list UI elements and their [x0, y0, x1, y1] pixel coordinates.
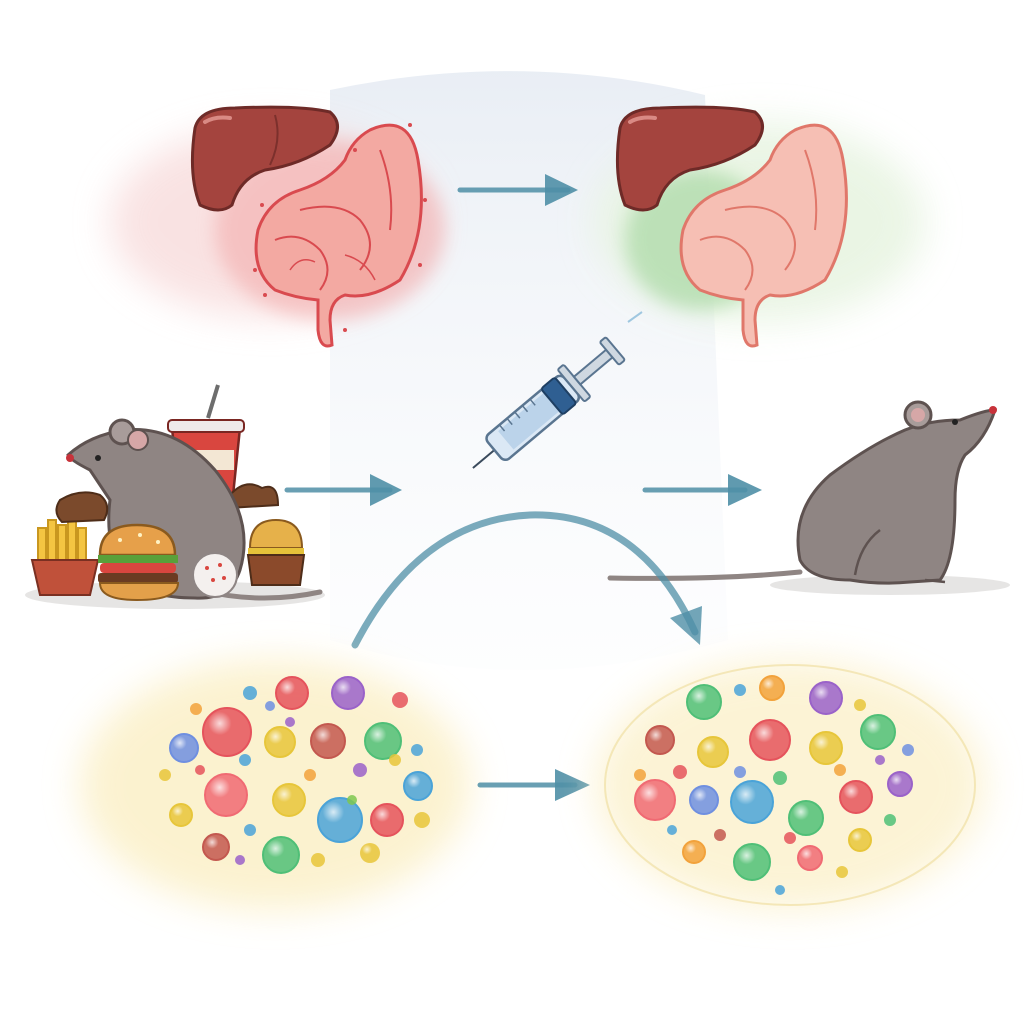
microbe-icon: [902, 744, 914, 756]
microbe-highlight: [273, 784, 305, 816]
microbe-highlight: [683, 841, 705, 863]
arrow-icon: [642, 474, 762, 506]
organs-after-panel: [595, 105, 925, 348]
microbe-highlight: [203, 708, 251, 756]
microbe-highlight: [690, 786, 718, 814]
microbe-highlight: [332, 677, 364, 709]
fries-icon: [30, 517, 100, 596]
microbe-icon: [784, 832, 796, 844]
microbe-highlight: [404, 772, 432, 800]
microbe-highlight: [861, 715, 895, 749]
liver-icon: [190, 105, 339, 212]
restored-gut-microbiota: [595, 660, 985, 910]
microbe-icon: [285, 717, 295, 727]
microbe-highlight: [170, 804, 192, 826]
microbe-icon: [195, 765, 205, 775]
microbe-icon: [235, 855, 245, 865]
recovered-rat: [607, 400, 1010, 595]
microbe-highlight: [365, 723, 401, 759]
microbe-icon: [244, 824, 256, 836]
microbe-icon: [389, 754, 401, 766]
muffin-icon: [192, 552, 238, 598]
microbe-icon: [243, 686, 257, 700]
microbe-icon: [311, 853, 325, 867]
arrow-icon: [284, 474, 402, 506]
microbe-highlight: [798, 846, 822, 870]
muffin-icon: [55, 491, 109, 524]
stomach-icon: [679, 123, 848, 348]
organs-before-panel: [110, 105, 445, 348]
microbe-icon: [265, 701, 275, 711]
microbe-highlight: [731, 781, 773, 823]
rat-on-high-fat-diet: [25, 384, 325, 609]
microbe-icon: [667, 825, 677, 835]
microbe-icon: [411, 744, 423, 756]
microbe-icon: [392, 692, 408, 708]
microbe-icon: [414, 812, 430, 828]
microbe-icon: [854, 699, 866, 711]
microbe-highlight: [318, 798, 362, 842]
microbe-icon: [875, 755, 885, 765]
microbe-highlight: [734, 844, 770, 880]
microbe-icon: [773, 771, 787, 785]
burger-icon: [98, 523, 180, 602]
spray-mark: [627, 311, 643, 323]
microbe-icon: [836, 866, 848, 878]
microbe-highlight: [810, 732, 842, 764]
microbe-icon: [347, 795, 357, 805]
burger-icon: [246, 518, 306, 586]
microbe-highlight: [265, 727, 295, 757]
microbe-highlight: [698, 737, 728, 767]
microbe-highlight: [849, 829, 871, 851]
microbe-highlight: [203, 834, 229, 860]
microbe-highlight: [687, 685, 721, 719]
microbe-highlight: [263, 837, 299, 873]
microbe-highlight: [360, 843, 380, 863]
microbe-icon: [834, 764, 846, 776]
microbe-icon: [304, 769, 316, 781]
microbe-highlight: [888, 772, 912, 796]
microbe-highlight: [635, 780, 675, 820]
microbe-highlight: [760, 676, 784, 700]
microbe-highlight: [840, 781, 872, 813]
microbe-highlight: [170, 734, 198, 762]
microbe-icon: [734, 684, 746, 696]
microbe-icon: [884, 814, 896, 826]
arrow-icon: [457, 174, 578, 206]
microbe-highlight: [750, 720, 790, 760]
microbe-highlight: [371, 804, 403, 836]
microbe-highlight: [205, 774, 247, 816]
rat-icon: [607, 400, 998, 585]
microbe-highlight: [311, 724, 345, 758]
microbe-icon: [673, 765, 687, 779]
liver-icon: [615, 105, 764, 212]
muffin-icon: [226, 483, 280, 510]
arrow-icon: [351, 511, 699, 649]
syringe-icon: [472, 336, 626, 469]
microbe-icon: [634, 769, 646, 781]
microbe-highlight: [276, 677, 308, 709]
arrow-icon: [477, 769, 590, 801]
microbe-icon: [190, 703, 202, 715]
microbe-highlight: [646, 726, 674, 754]
microbe-icon: [734, 766, 746, 778]
microbe-icon: [239, 754, 251, 766]
dysbiotic-gut-microbiota: [80, 660, 470, 910]
microbe-icon: [353, 763, 367, 777]
stomach-icon: [254, 123, 423, 348]
microbe-icon: [775, 885, 785, 895]
microbe-icon: [159, 769, 171, 781]
microbe-highlight: [789, 801, 823, 835]
microbe-icon: [714, 829, 726, 841]
microbe-highlight: [810, 682, 842, 714]
inflammation-specks: [253, 123, 427, 332]
